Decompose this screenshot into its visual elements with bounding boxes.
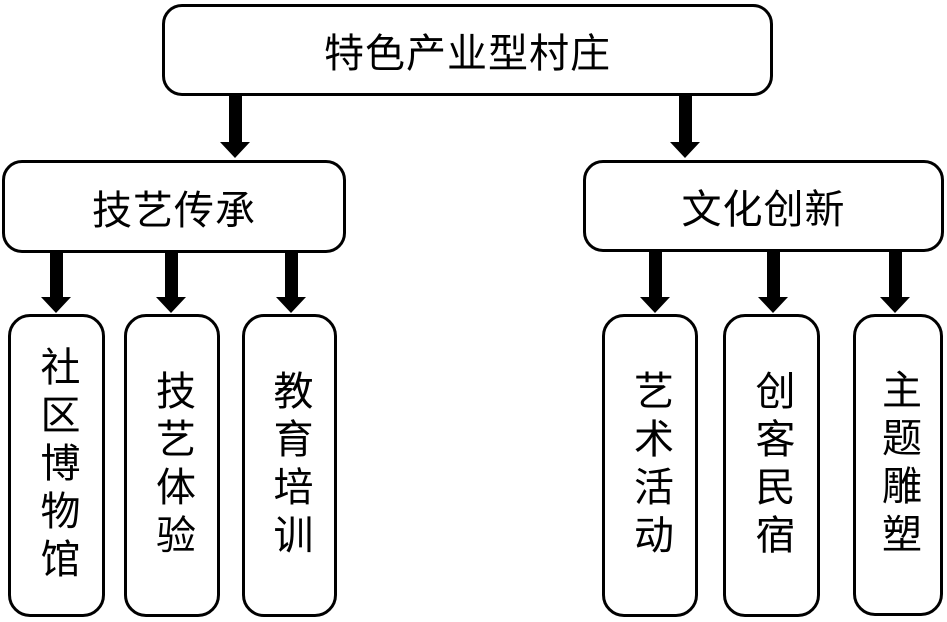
node-branch-label: 文化创新	[681, 187, 846, 233]
arrow-shaft	[164, 253, 178, 297]
arrow-shaft	[766, 252, 780, 297]
node-leaf-label: 创客民宿	[748, 369, 795, 562]
arrow-down-icon	[156, 253, 186, 313]
arrow-head	[156, 297, 186, 313]
node-leaf-skill-experience: 技艺体验	[124, 314, 220, 617]
arrow-head	[276, 297, 306, 313]
node-leaf-maker-homestay: 创客民宿	[723, 314, 820, 617]
node-leaf-label: 教育培训	[266, 369, 313, 562]
node-branch-skill-inheritance: 技艺传承	[2, 160, 346, 253]
arrow-shaft	[678, 96, 692, 142]
node-leaf-label: 艺术活动	[627, 369, 673, 562]
arrow-head	[41, 297, 71, 313]
arrow-down-icon	[220, 96, 250, 158]
arrow-shaft	[228, 96, 242, 142]
arrow-down-icon	[640, 252, 670, 313]
arrow-down-icon	[276, 253, 306, 313]
arrow-shaft	[284, 253, 298, 297]
arrow-down-icon	[880, 252, 910, 313]
arrow-down-icon	[670, 96, 700, 158]
node-leaf-community-museum: 社区博物馆	[8, 314, 105, 617]
node-leaf-education-training: 教育培训	[242, 314, 337, 617]
arrow-head	[220, 142, 250, 158]
node-leaf-label: 技艺体验	[149, 369, 195, 562]
arrow-down-icon	[758, 252, 788, 313]
node-branch-label: 技艺传承	[92, 187, 256, 234]
arrow-head	[758, 297, 788, 313]
node-root: 特色产业型村庄	[162, 4, 773, 96]
node-leaf-theme-sculpture: 主题雕塑	[853, 314, 943, 616]
node-leaf-label: 主题雕塑	[875, 369, 921, 561]
node-branch-cultural-innovation: 文化创新	[583, 160, 944, 252]
arrow-shaft	[648, 252, 662, 297]
arrow-head	[670, 142, 700, 158]
node-leaf-art-activities: 艺术活动	[602, 314, 698, 617]
node-leaf-label: 社区博物馆	[33, 345, 80, 586]
arrow-head	[880, 297, 910, 313]
arrow-shaft	[49, 253, 63, 297]
arrow-down-icon	[41, 253, 71, 313]
arrow-shaft	[888, 252, 902, 297]
node-root-label: 特色产业型村庄	[324, 31, 611, 77]
arrow-head	[640, 297, 670, 313]
